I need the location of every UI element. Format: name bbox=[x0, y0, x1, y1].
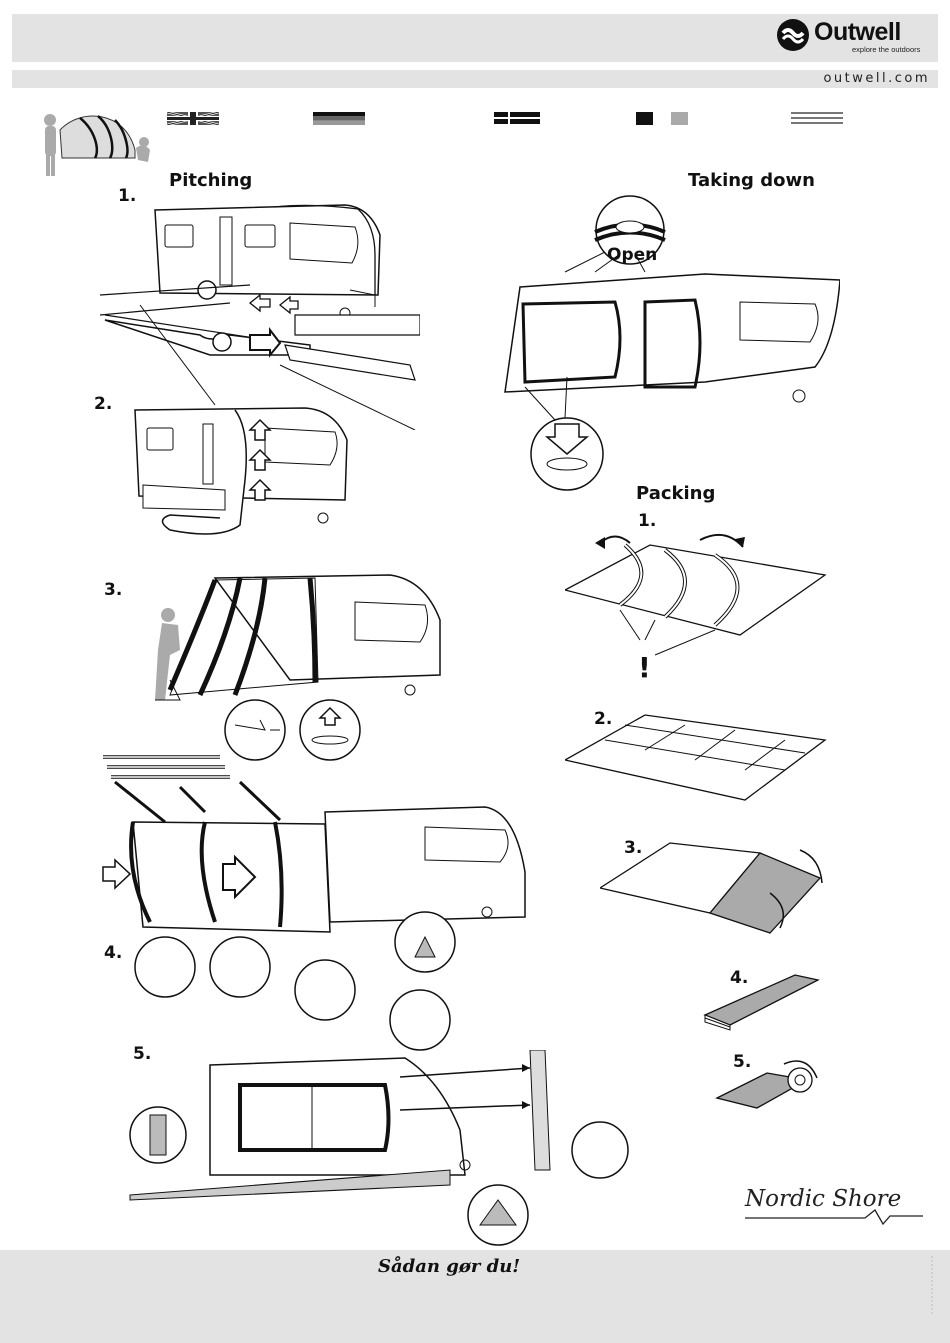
fr-flag-icon bbox=[636, 112, 688, 125]
taking-down-title: Taking down bbox=[688, 170, 815, 191]
ee-flag-icon bbox=[791, 112, 843, 125]
packing-step1-illustration: ! bbox=[565, 525, 830, 695]
outwell-logo-icon bbox=[776, 18, 810, 52]
packing-step5-illustration bbox=[712, 1058, 832, 1118]
pitching-step2-illustration bbox=[125, 400, 365, 550]
brand-logo: Outwell explore the outdoors bbox=[776, 18, 928, 54]
warning-mark: ! bbox=[638, 651, 651, 684]
brand-tagline: explore the outdoors bbox=[852, 45, 920, 54]
footer-tagline: Sådan gør du! bbox=[378, 1256, 520, 1277]
pitching-step4-illustration bbox=[95, 752, 535, 1052]
brand-name: Outwell bbox=[814, 18, 901, 47]
nl-flag-icon bbox=[494, 112, 546, 125]
packing-step4-illustration bbox=[700, 970, 825, 1035]
packing-step3-illustration bbox=[600, 838, 835, 938]
de-flag-icon bbox=[313, 112, 365, 125]
product-swoosh bbox=[745, 1206, 925, 1228]
pitching-step-3: 3. bbox=[104, 580, 122, 600]
pitching-step3-illustration bbox=[140, 570, 450, 770]
fine-print-mark bbox=[928, 1256, 936, 1316]
pitching-step1-illustration bbox=[100, 195, 420, 430]
taking-down-illustration: Open bbox=[495, 192, 840, 502]
packing-step2-illustration bbox=[565, 710, 830, 810]
uk-flag-icon bbox=[167, 112, 219, 125]
website-bar bbox=[12, 70, 938, 88]
pitching-title: Pitching bbox=[169, 170, 252, 191]
two-person-pitching-icon bbox=[40, 110, 155, 178]
open-callout: Open bbox=[607, 245, 657, 265]
pitching-step5-illustration bbox=[120, 1050, 640, 1265]
website-url[interactable]: outwell.com bbox=[823, 70, 930, 88]
